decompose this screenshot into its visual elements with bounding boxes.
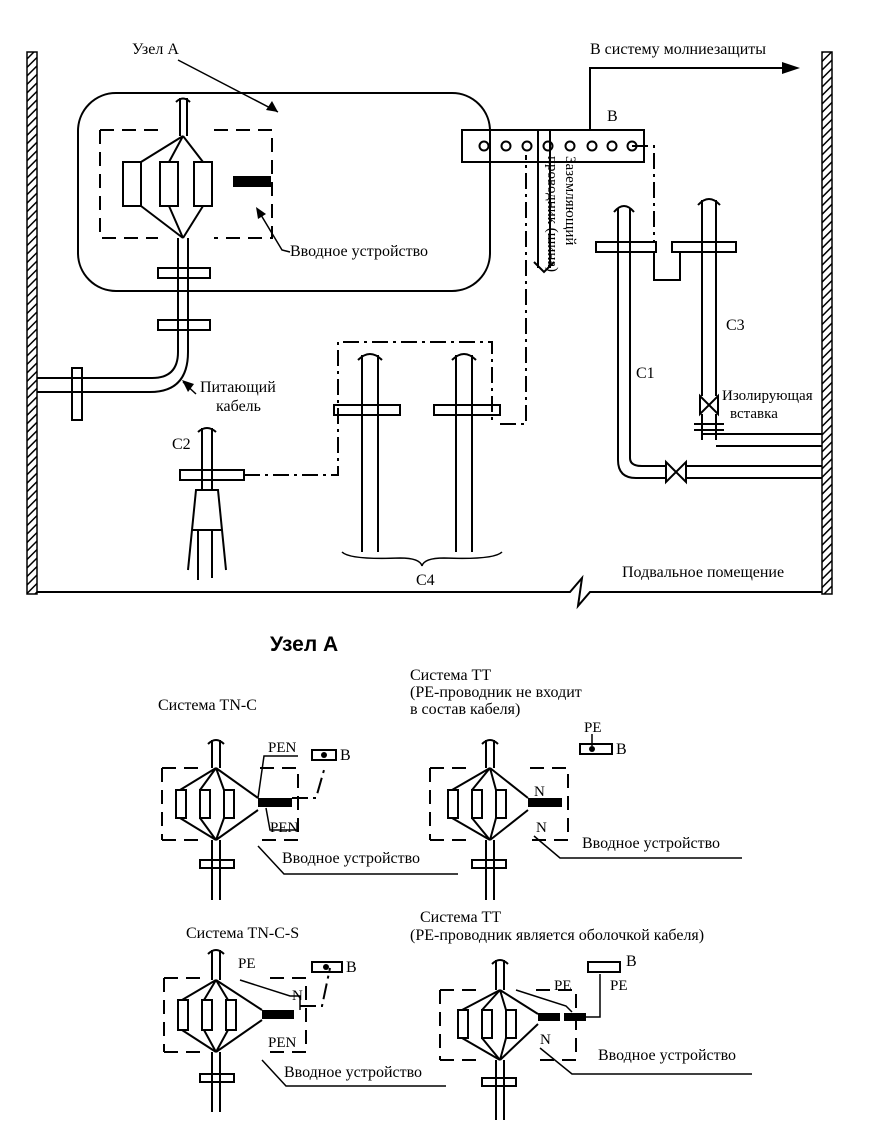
tncs-title: Система TN-C-S: [186, 925, 299, 942]
fuse: [193, 161, 213, 207]
tnc-node: [161, 739, 458, 900]
c1-label: С1: [636, 365, 655, 382]
basement-label: Подвальное помещение: [622, 564, 784, 581]
input-device-leader: [257, 209, 291, 253]
grounding-label-1: Заземляющий: [562, 156, 578, 245]
tt2-pe-left: PE: [554, 978, 572, 994]
tt2-b: В: [626, 953, 637, 970]
lightning-label: В систему молниезащиты: [590, 41, 766, 58]
tt2-title-2: (PE-проводник является оболочкой кабеля): [410, 927, 704, 944]
busbar-b-label: В: [607, 108, 618, 125]
insulating-label-2: вставка: [730, 406, 778, 422]
c1-pipe-right: [686, 465, 822, 479]
tt1-title-1: Система ТТ: [410, 667, 491, 684]
supply-cable-label-2: кабель: [216, 398, 261, 415]
neutral-bar: [233, 176, 271, 187]
c4-pipe-right: [451, 353, 477, 552]
c3-link: [653, 252, 681, 281]
c4-clamp-left: [333, 404, 401, 416]
tt2-n: N: [540, 1032, 551, 1048]
arrow-icon: [266, 101, 278, 112]
tt1-title-3: в состав кабеля): [410, 701, 520, 718]
input-device-label: Вводное устройство: [290, 243, 428, 260]
c3-lower: [694, 414, 822, 447]
tnc-device: Вводное устройство: [282, 850, 420, 867]
tt1-node: [429, 734, 742, 900]
c2-label: С2: [172, 436, 191, 453]
tt2-device: Вводное устройство: [598, 1047, 736, 1064]
tnc-pen-bottom: PEN: [270, 820, 299, 836]
tnc-title: Система TN-C: [158, 697, 257, 714]
lightning-link: [589, 67, 790, 130]
tt2-node: [439, 959, 752, 1120]
fuse: [122, 161, 142, 207]
arrow-icon: [256, 207, 266, 219]
tncs-n: N: [292, 988, 303, 1004]
c1-valve: [665, 459, 687, 485]
grounding-conductor-label: Заземляющий проводник (шина): [544, 156, 578, 272]
tt1-b: В: [616, 741, 627, 758]
cable-clamp: [157, 319, 211, 331]
busbar-holes: [478, 140, 638, 152]
basement-floor-line: [37, 574, 822, 610]
arrow-icon: [182, 380, 194, 392]
tt1-pe: PE: [584, 720, 602, 736]
wall-clamp: [71, 367, 83, 421]
tnc-b: В: [340, 747, 351, 764]
tncs-pen: PEN: [268, 1035, 297, 1051]
insulating-insert: [699, 393, 719, 417]
supply-cable: [37, 238, 189, 393]
tt1-n-top: N: [534, 784, 545, 800]
tnc-pen-top: PEN: [268, 740, 297, 756]
node-a-leader: [177, 59, 279, 113]
c4-pipe-left: [357, 353, 383, 552]
c4-label: С4: [416, 572, 435, 589]
c4-clamp-right: [433, 404, 501, 416]
detail-title: Узел А: [270, 633, 338, 656]
fuse: [159, 161, 179, 207]
c3-pipe: [697, 198, 721, 396]
c3-label: С3: [726, 317, 745, 334]
tt2-title-1: Система ТТ: [420, 909, 501, 926]
right-wall: [821, 51, 833, 595]
tncs-b: В: [346, 959, 357, 976]
grounding-label-2: проводник (шина): [544, 156, 560, 272]
c3-clamp: [671, 241, 737, 253]
c2-dashdot-link: [244, 341, 493, 476]
left-wall: [26, 51, 38, 595]
node-a-box: [77, 92, 491, 292]
tncs-device: Вводное устройство: [284, 1064, 422, 1081]
c2-sleeve: [187, 489, 227, 580]
tt1-device: Вводное устройство: [582, 835, 720, 852]
cable-clamp: [157, 267, 211, 279]
grounding-strip: [533, 130, 555, 274]
cable-top-break: [175, 97, 191, 103]
c1-clamp: [595, 241, 657, 253]
c4-to-bus-link: [500, 155, 527, 425]
cable-fan: [140, 135, 204, 239]
node-a-label: Узел А: [132, 41, 179, 58]
c4-brace: [341, 551, 503, 567]
insulating-label-1: Изолирующая: [722, 388, 813, 404]
tt1-n-bottom: N: [536, 820, 547, 836]
cable-core-top: [179, 98, 188, 136]
arrow-right-icon: [782, 62, 800, 74]
c1-bus-link: [632, 145, 655, 242]
tt1-title-2: (PE-проводник не входит: [410, 684, 582, 701]
input-device-frame: [99, 129, 273, 239]
c1-pipe: [613, 205, 666, 479]
tncs-pe: PE: [238, 956, 256, 972]
tncs-node: [163, 949, 446, 1112]
supply-cable-label-1: Питающий: [200, 379, 276, 396]
tt2-pe-right: PE: [610, 978, 628, 994]
